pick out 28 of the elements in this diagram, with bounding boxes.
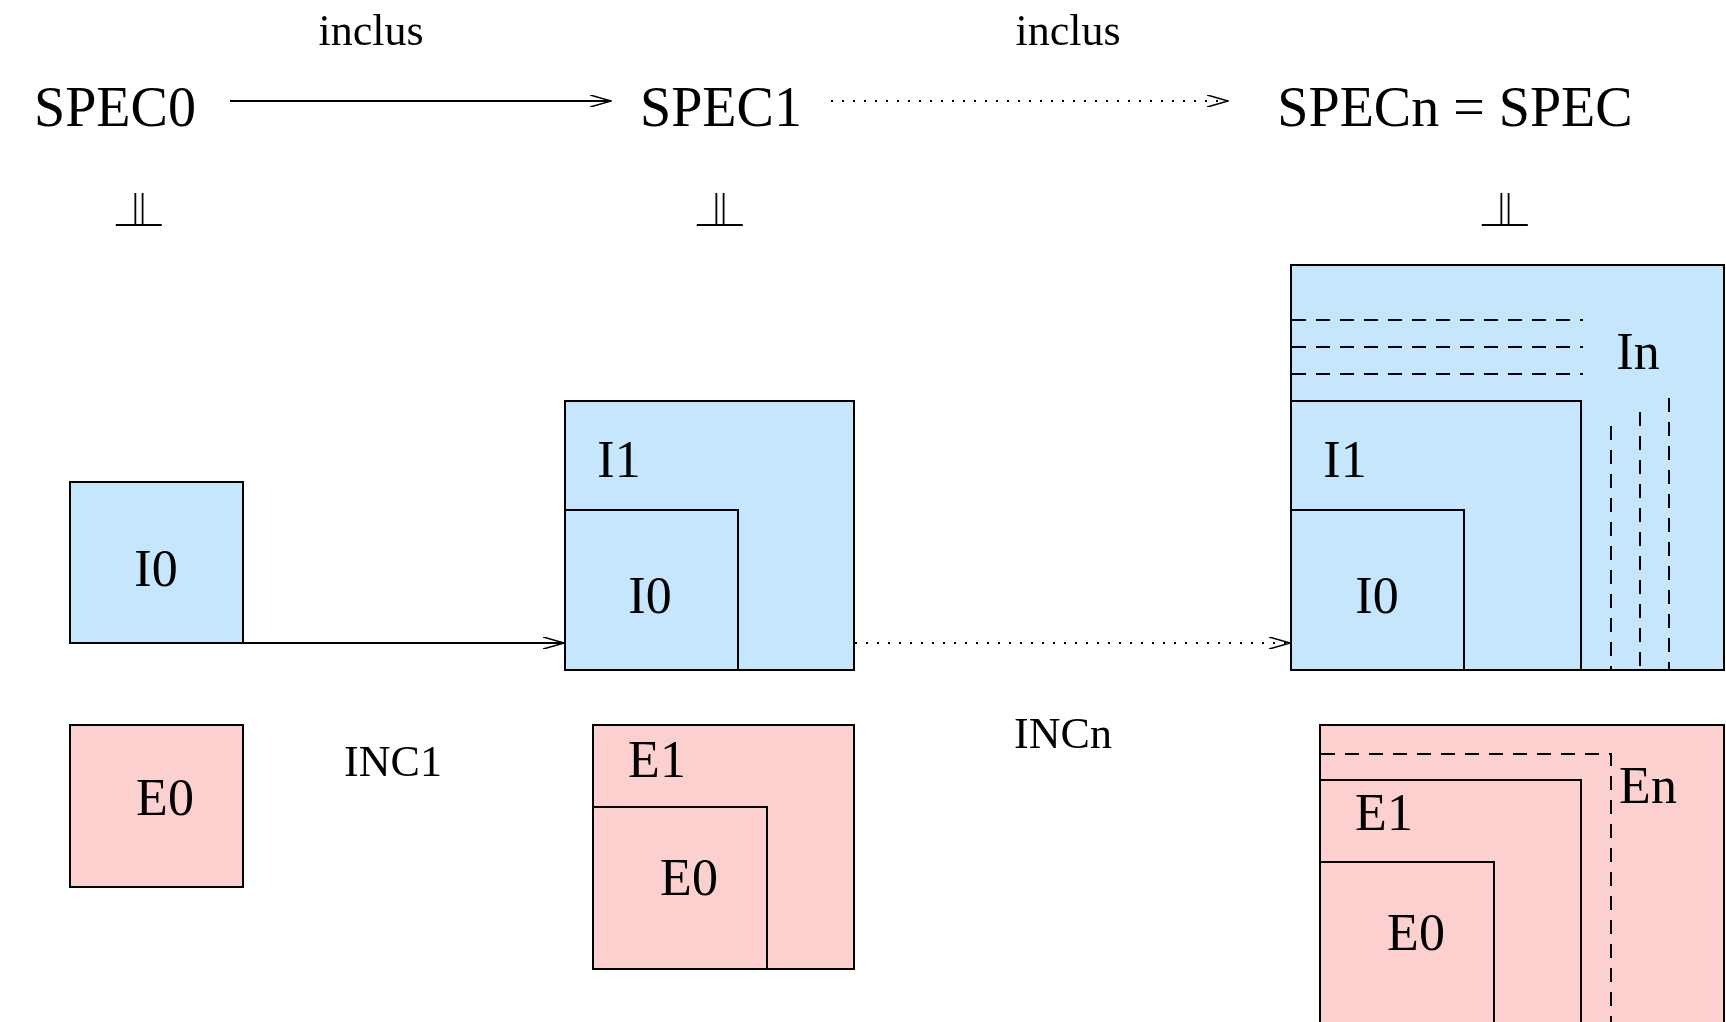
set-label: I1 <box>597 434 641 486</box>
set-box <box>69 481 244 644</box>
set-box <box>1290 509 1465 671</box>
set-label: I0 <box>628 570 672 622</box>
set-box <box>1319 779 1582 1022</box>
set-box <box>69 724 244 888</box>
set-label: E0 <box>660 852 718 904</box>
set-label: E0 <box>1387 907 1445 959</box>
arrow <box>830 94 1229 108</box>
spec-label: SPEC0 <box>0 72 230 142</box>
set-label: E1 <box>1355 787 1413 839</box>
set-label: E0 <box>136 772 194 824</box>
set-box <box>592 806 768 970</box>
spec-label: SPEC1 <box>611 72 831 142</box>
arrow <box>229 94 612 108</box>
arrow <box>243 636 565 650</box>
spec-label: SPECn = SPEC <box>1228 72 1682 142</box>
set-box <box>564 400 855 671</box>
set-label: I0 <box>134 543 178 595</box>
set-box <box>1290 400 1582 671</box>
set-label: I1 <box>1323 434 1367 486</box>
set-label: I0 <box>1355 570 1399 622</box>
set-box <box>1319 861 1495 1022</box>
set-box <box>564 509 739 671</box>
set-box <box>592 724 855 970</box>
set-label: En <box>1619 760 1677 812</box>
set-label: In <box>1616 326 1660 378</box>
set-label: E1 <box>628 734 686 786</box>
